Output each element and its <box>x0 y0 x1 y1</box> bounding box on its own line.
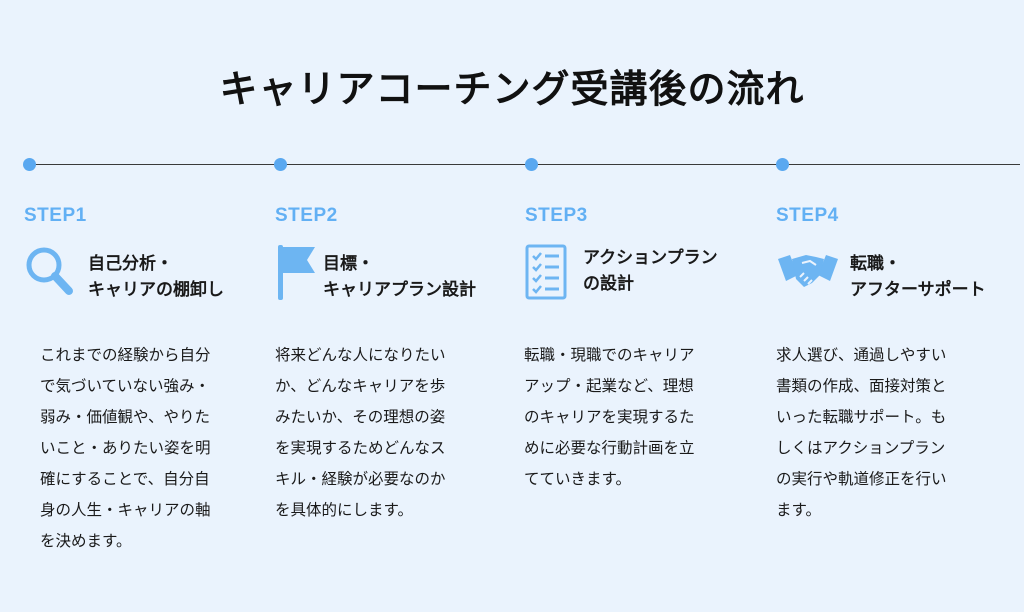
step-heading: 自己分析・ キャリアの棚卸し <box>88 254 224 300</box>
step-label: STEP1 <box>24 205 87 226</box>
flag-icon <box>278 245 315 300</box>
checklist-icon <box>525 244 567 300</box>
step-label: STEP4 <box>776 205 839 226</box>
step-1: STEP1 自己分析・ キャリアの棚卸し <box>24 205 264 303</box>
step-heading: 転職・ アフターサポート <box>850 254 986 300</box>
handshake-icon <box>778 255 838 287</box>
magnifier-icon <box>26 247 73 295</box>
timeline-dot-4 <box>776 158 789 171</box>
timeline-dot-1 <box>23 158 36 171</box>
timeline-dot-3 <box>525 158 538 171</box>
page-title: キャリアコーチング受講後の流れ <box>219 67 805 111</box>
step-4-description: 求人選び、通過しやすい 書類の作成、面接対策と いった転職サポート。も しくはア… <box>776 346 947 519</box>
step-1-description: これまでの経験から自分 で気づいていない強み・ 弱み・価値観や、やりた いこと・… <box>40 346 211 550</box>
step-header: アクションプラン の設計 <box>525 243 765 303</box>
step-3: STEP3 アクションプラン の設計 <box>525 205 765 303</box>
step-2: STEP2 目標・ キャリアプラン設計 <box>275 205 515 303</box>
step-header: 目標・ キャリアプラン設計 <box>275 243 515 303</box>
step-heading: 目標・ キャリアプラン設計 <box>323 254 476 300</box>
timeline-dot-2 <box>274 158 287 171</box>
step-3-description: 転職・現職でのキャリア アップ・起業など、理想 のキャリアを実現するた めに必要… <box>524 346 695 488</box>
step-label: STEP3 <box>525 205 588 226</box>
step-label: STEP2 <box>275 205 338 226</box>
step-2-description: 将来どんな人になりたい か、どんなキャリアを歩 みたいか、その理想の姿 を実現す… <box>275 346 446 519</box>
step-header: 転職・ アフターサポート <box>776 243 1016 303</box>
step-header: 自己分析・ キャリアの棚卸し <box>24 243 264 303</box>
step-4: STEP4 転職・ アフターサポート <box>776 205 1016 303</box>
step-heading: アクションプラン の設計 <box>583 248 718 294</box>
